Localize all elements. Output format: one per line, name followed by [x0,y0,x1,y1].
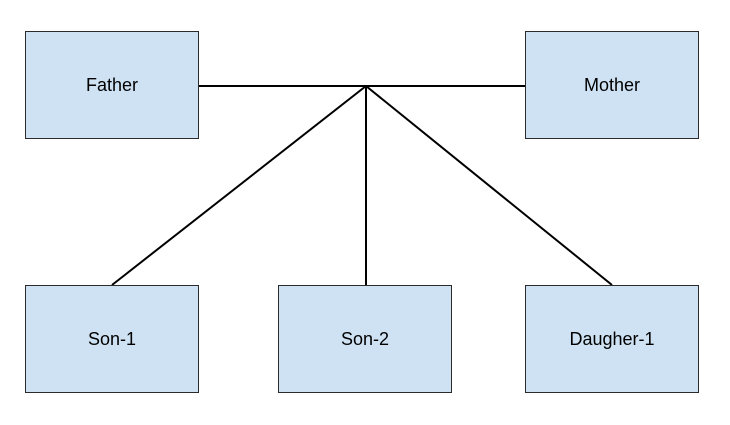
node-mother-label: Mother [583,75,641,95]
node-mother: Mother [525,31,699,139]
node-daughter-1-label: Daugher-1 [569,329,655,349]
node-father: Father [25,31,199,139]
node-son-2-label: Son-2 [340,329,390,349]
node-son-1: Son-1 [25,285,199,393]
node-son-2: Son-2 [278,285,452,393]
node-daughter-1: Daugher-1 [525,285,699,393]
node-father-label: Father [85,75,139,95]
node-son-1-label: Son-1 [87,329,137,349]
